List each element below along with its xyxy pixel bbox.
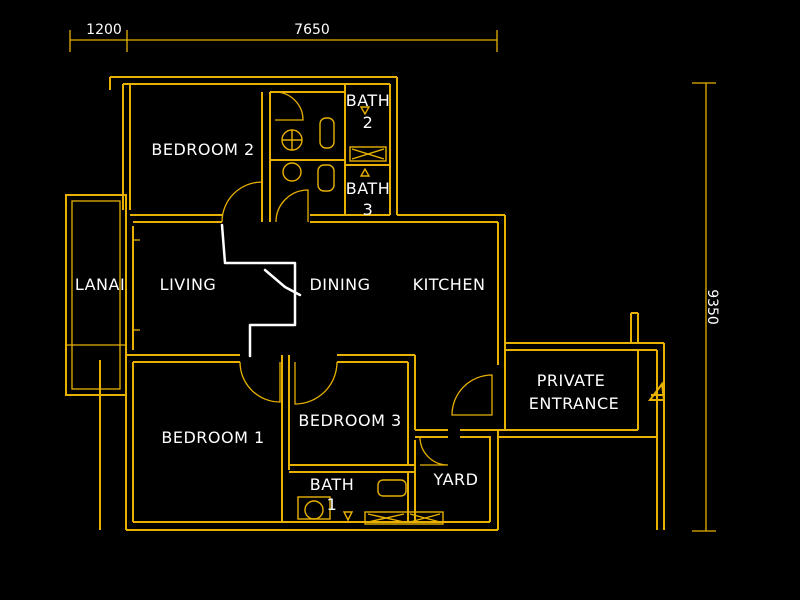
room-label-bath-3: BATH [346,179,390,198]
room-label-kitchen: KITCHEN [413,275,486,294]
room-label-bedroom-2: BEDROOM 2 [151,140,254,159]
room-label-entrance: ENTRANCE [529,394,620,413]
interior-walls [126,84,498,522]
room-label-bath-2-number: 2 [363,113,374,132]
room-label-bedroom-1: BEDROOM 1 [161,428,264,447]
room-label-private: PRIVATE [537,371,606,390]
dimension-right [692,82,716,532]
dimension-label-1200: 1200 [86,22,122,38]
room-label-yard: YARD [433,470,479,489]
room-label-bath-1-number: 1 [327,495,338,514]
private-entrance-walls [498,312,665,530]
room-label-bedroom-3: BEDROOM 3 [298,411,401,430]
room-label-living: LIVING [160,275,217,294]
outer-walls [65,76,506,531]
room-label-lanai: LANAI [75,275,125,294]
room-label-dining: DINING [309,275,370,294]
dimension-label-7650: 7650 [294,22,330,38]
drawn-path [220,223,302,358]
fixtures [133,106,444,525]
room-label-bath-2: BATH [346,91,390,110]
door-swings [221,91,493,466]
room-label-bath-1: BATH [310,475,354,494]
entrance-arrow-icon [648,381,666,401]
room-label-bath-3-number: 3 [363,200,374,219]
dimension-top [69,30,498,52]
dimension-label-9350: 9350 [704,289,720,325]
